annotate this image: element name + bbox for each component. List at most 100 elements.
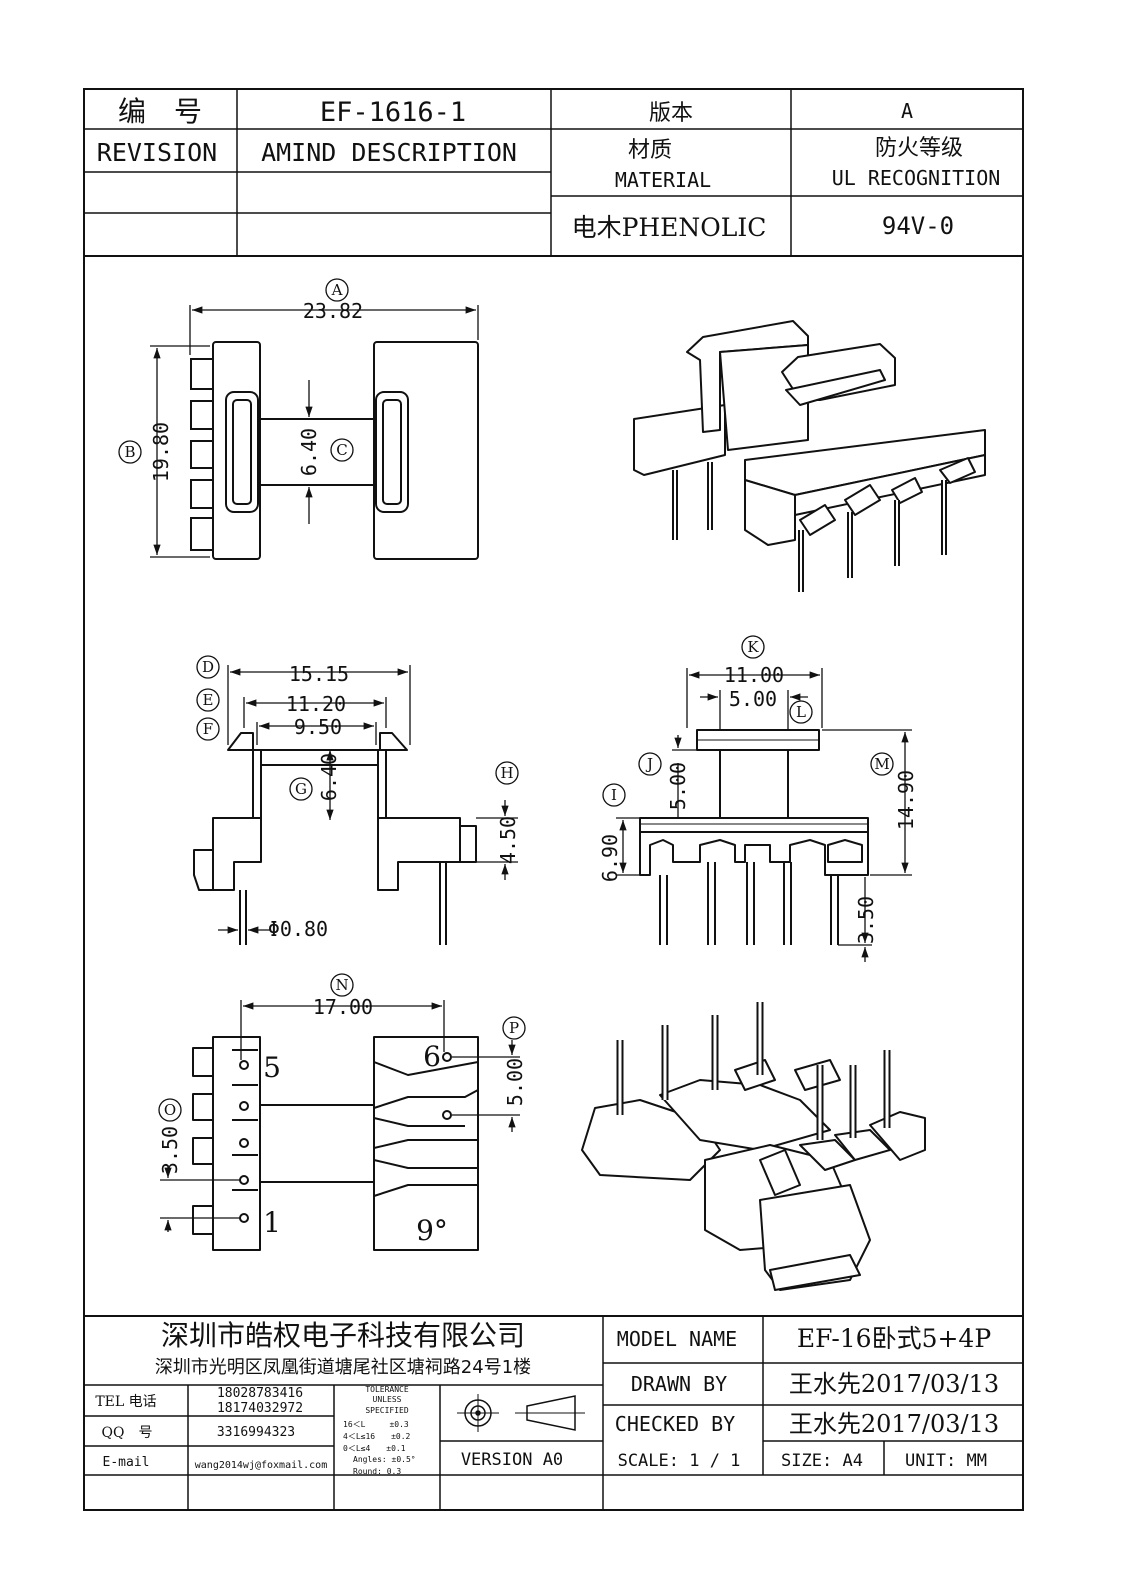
part-number: EF-1616-1 <box>320 97 466 128</box>
scale: SCALE: 1 / 1 <box>618 1451 741 1471</box>
company-address: 深圳市光明区凤凰街道塘尾社区塘祠路24号1楼 <box>155 1357 531 1378</box>
bottom-view <box>192 1036 479 1251</box>
dimension-value-k: 11.00 <box>724 663 784 687</box>
tel-2: 18174032972 <box>217 1401 303 1416</box>
model-name: EF-16卧式5+4P <box>797 1324 991 1353</box>
dimension-value-a: 23.82 <box>303 299 363 323</box>
tolerance-line: 16＜L ±0.3 <box>343 1420 409 1429</box>
dimension-tag-i: I <box>602 783 626 807</box>
svg-text:A: A <box>331 281 343 299</box>
top-view-dims <box>150 305 479 558</box>
front-view-dims <box>218 665 518 934</box>
tel-label: TEL 电话 <box>95 1394 156 1410</box>
dimension-value-f: 9.50 <box>294 715 342 739</box>
svg-text:N: N <box>335 976 348 994</box>
pin-length: 3.50 <box>854 896 878 944</box>
dimension-tag-p: P <box>502 1016 526 1040</box>
tolerance-line: Round: 0.3 <box>353 1467 401 1476</box>
svg-text:M: M <box>874 755 889 773</box>
dimension-tag-a: A <box>325 278 349 302</box>
svg-text:K: K <box>747 638 759 656</box>
svg-text:H: H <box>500 764 513 782</box>
svg-text:P: P <box>509 1019 519 1037</box>
svg-text:L: L <box>796 703 806 721</box>
dimension-value-n: 17.00 <box>313 995 373 1019</box>
material-label-en: MATERIAL <box>615 168 711 192</box>
email-label: E-mail <box>103 1455 150 1470</box>
side-view-dims <box>616 668 912 962</box>
unit: UNIT: MM <box>905 1451 987 1471</box>
header-table <box>84 89 1023 257</box>
dimension-tag-n: N <box>330 973 354 997</box>
qq-label: QQ 号 <box>102 1425 153 1441</box>
dimension-labels: 23.82A 19.80 B 6.40 C 15.15 D 11.20 E 9.50 F 6.40G 4… <box>118 278 918 1247</box>
svg-text:J: J <box>645 755 653 773</box>
dimension-value-l: 5.00 <box>729 687 777 711</box>
dimension-tag-m: M <box>870 752 894 776</box>
ul-label-cn: 防火等级 <box>875 136 963 161</box>
top-view-pins <box>190 358 214 551</box>
svg-text:E: E <box>203 691 214 709</box>
dimension-value-p: 5.00 <box>503 1058 527 1106</box>
svg-text:O: O <box>164 1101 176 1119</box>
svg-text:G: G <box>295 780 307 798</box>
tolerance-line: Angles: ±0.5° <box>353 1455 416 1464</box>
dimension-tag-b: B <box>118 440 142 464</box>
dimension-tag-g: G <box>289 777 313 801</box>
side-view <box>639 729 869 945</box>
svg-text:C: C <box>336 441 347 459</box>
checked-by-label: CHECKED BY <box>615 1412 735 1436</box>
dimension-value-b: 19.80 <box>149 422 173 482</box>
drawn-by-label: DRAWN BY <box>631 1372 727 1396</box>
paper-size: SIZE: A4 <box>781 1451 863 1471</box>
dimension-value-g: 6.40 <box>317 753 341 801</box>
ul-label-en: UL RECOGNITION <box>832 166 1001 190</box>
company-name: 深圳市皓权电子科技有限公司 <box>161 1319 525 1352</box>
pin-number-4: 9° <box>416 1214 448 1247</box>
sheet-border <box>83 88 1024 1511</box>
tolerance-line: 4＜L≤16 ±0.2 <box>343 1432 411 1441</box>
dimension-value-h: 4.50 <box>496 816 520 864</box>
svg-text:I: I <box>611 786 617 804</box>
material-value: 电木PHENOLIC <box>572 213 767 242</box>
tolerance-line: 0＜L≤4 ±0.1 <box>343 1444 406 1453</box>
pin-diameter: Φ0.80 <box>268 917 328 941</box>
bottom-view-pins-left <box>192 1047 214 1235</box>
dimension-tag-o: O <box>158 1098 182 1122</box>
pin-number-3: 6 <box>423 1040 441 1073</box>
dimension-tag-e: E <box>196 688 220 712</box>
title-block <box>84 1315 1023 1510</box>
dimension-tag-c: C <box>330 438 354 462</box>
top-view <box>190 341 479 560</box>
dimension-tag-l: L <box>789 700 813 724</box>
svg-text:B: B <box>124 443 135 461</box>
dimension-value-m: 14.90 <box>894 770 918 830</box>
iso-view-bottom <box>581 1002 926 1291</box>
pin-number-1: 5 <box>263 1051 281 1084</box>
tel-1: 18028783416 <box>217 1386 303 1401</box>
material-label-cn: 材质 <box>628 138 672 163</box>
dimension-value-c: 6.40 <box>297 428 321 476</box>
dimension-tag-f: F <box>196 717 220 741</box>
dimension-tag-k: K <box>741 635 765 659</box>
tolerance-line: TOLERANCE <box>365 1385 409 1394</box>
dimension-value-e: 11.20 <box>286 692 346 716</box>
checked-by: 王水先2017/03/13 <box>789 1410 999 1438</box>
iso-view-top <box>633 320 986 592</box>
email-value: wang2014wj@foxmail.com <box>195 1460 327 1471</box>
ul-value: 94V-0 <box>882 212 954 240</box>
qq-value: 3316994323 <box>217 1425 295 1440</box>
drawn-by: 王水先2017/03/13 <box>789 1370 999 1398</box>
bottom-view-dims <box>160 1000 520 1232</box>
header-texts: 编 号 EF-1616-1 版本 A REVISION AMIND DESCRI… <box>97 95 1001 242</box>
tolerance-line: SPECIFIED <box>365 1406 409 1415</box>
version-value: A <box>901 99 913 123</box>
dimension-tag-d: D <box>196 655 220 679</box>
tolerance-line: UNLESS <box>373 1395 402 1404</box>
dimension-value-o: 3.50 <box>158 1126 182 1174</box>
drawing-version: VERSION A0 <box>461 1450 563 1470</box>
dimension-tag-j: J <box>638 752 662 776</box>
part-number-label: 编 号 <box>118 95 202 128</box>
dimension-value-d: 15.15 <box>289 662 349 686</box>
